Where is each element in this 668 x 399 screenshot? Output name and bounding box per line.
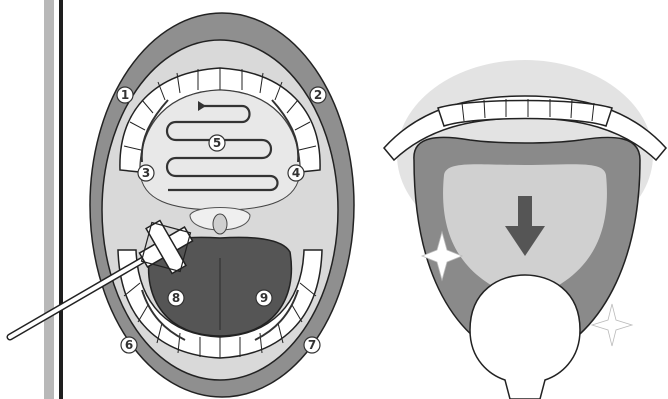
- uvula: [213, 214, 227, 234]
- svg-text:3: 3: [142, 166, 150, 180]
- zone-number-1: 1: [117, 87, 133, 103]
- zone-number-7: 7: [304, 337, 320, 353]
- zone-number-5: 5: [209, 135, 225, 151]
- zone-number-6: 6: [121, 337, 137, 353]
- svg-text:5: 5: [213, 136, 221, 150]
- throat-opening: [470, 275, 580, 399]
- zone-number-4: 4: [288, 165, 304, 181]
- tongue-cleaning-figure: [384, 60, 666, 399]
- side-bar: [44, 0, 54, 399]
- svg-text:2: 2: [314, 88, 322, 102]
- svg-text:4: 4: [292, 166, 300, 180]
- svg-text:6: 6: [125, 338, 133, 352]
- side-line: [59, 0, 63, 399]
- zone-number-3: 3: [138, 165, 154, 181]
- zone-number-2: 2: [310, 87, 326, 103]
- zone-number-9: 9: [256, 290, 272, 306]
- svg-text:9: 9: [260, 291, 268, 305]
- zone-number-8: 8: [168, 290, 184, 306]
- svg-text:8: 8: [172, 291, 180, 305]
- svg-text:7: 7: [308, 338, 316, 352]
- svg-text:1: 1: [121, 88, 129, 102]
